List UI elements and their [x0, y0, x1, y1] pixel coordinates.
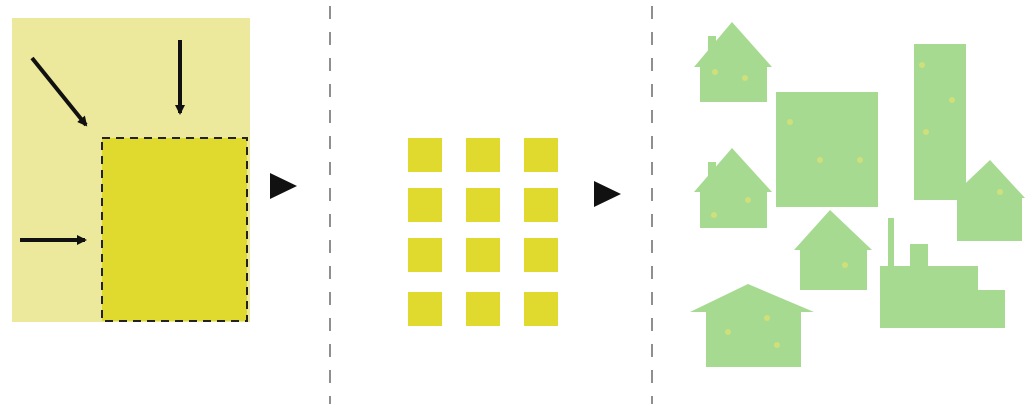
- site-panel: [12, 18, 250, 322]
- grid-unit: [466, 138, 500, 172]
- house-icon: [694, 148, 772, 228]
- grid-unit: [524, 138, 558, 172]
- grid-unit: [408, 138, 442, 172]
- grid-panel: [408, 138, 558, 326]
- house-icon: [794, 210, 872, 290]
- flow-arrow-icon: [594, 181, 621, 207]
- building-block-icon: [776, 92, 878, 207]
- grid-unit: [524, 292, 558, 326]
- grid-unit: [466, 188, 500, 222]
- grid-unit: [408, 292, 442, 326]
- grid-unit: [524, 188, 558, 222]
- grid-unit: [466, 292, 500, 326]
- grid-unit: [408, 238, 442, 272]
- flow-arrow-icon: [270, 173, 297, 199]
- grid-unit: [524, 238, 558, 272]
- grid-unit: [466, 238, 500, 272]
- house-icon: [694, 22, 772, 102]
- grid-unit: [408, 188, 442, 222]
- buildings-panel: [690, 22, 1025, 367]
- core-area: [102, 138, 247, 321]
- house-icon: [690, 284, 814, 367]
